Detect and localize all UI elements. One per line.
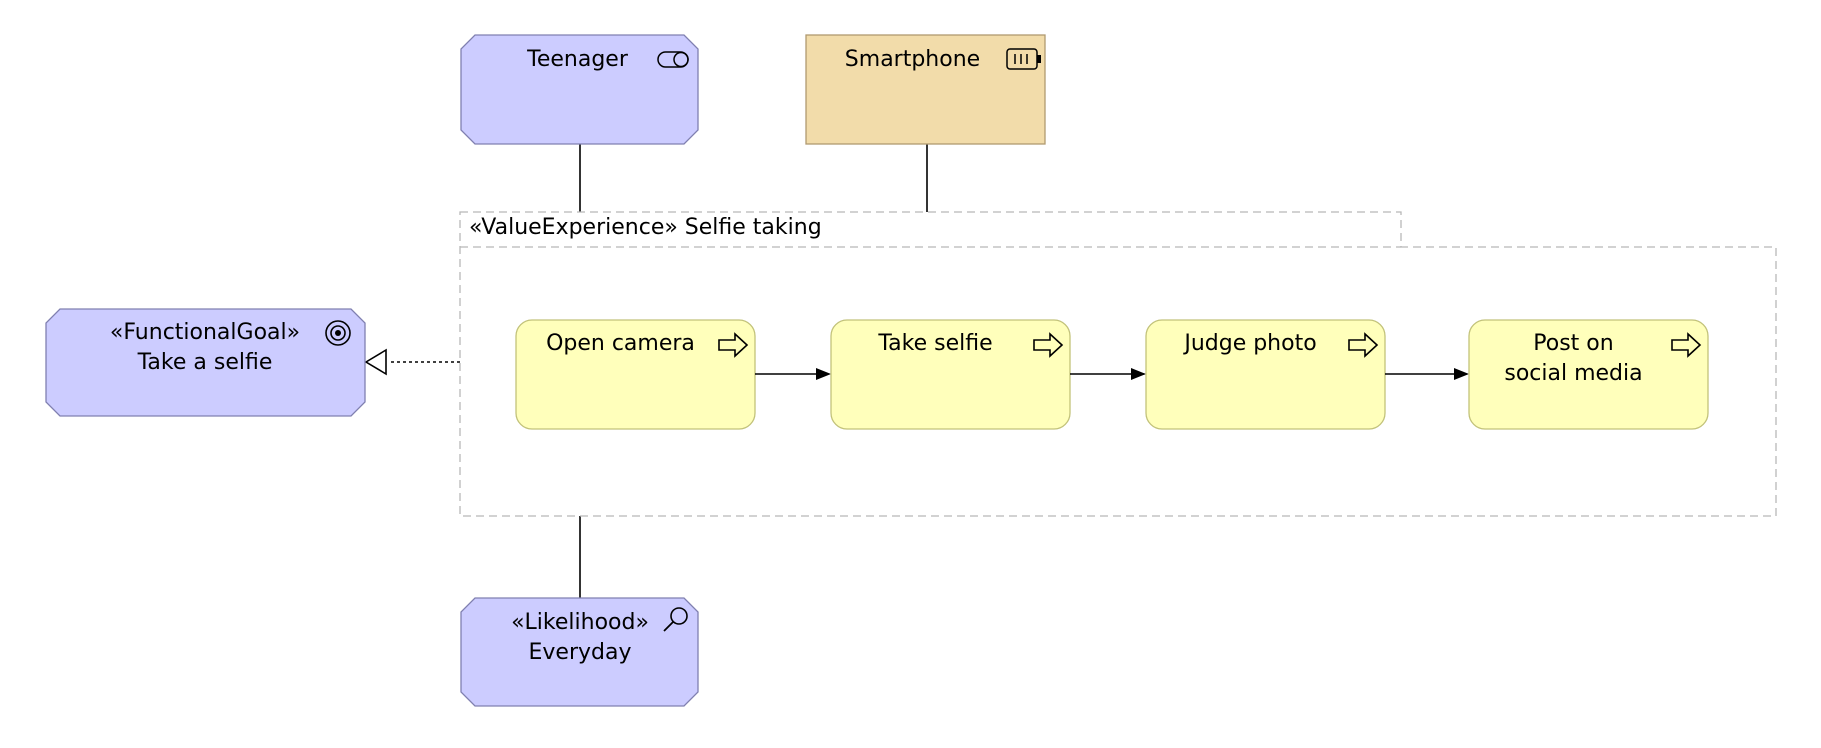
process-step-text: Post on	[1533, 331, 1614, 356]
toggle-icon	[657, 51, 689, 68]
triggering-arrowhead	[1131, 368, 1146, 380]
device-label: Smartphone	[844, 47, 981, 72]
goal-stereotype: «FunctionalGoal»	[109, 320, 301, 345]
triggering-arrowhead	[816, 368, 831, 380]
realization-arrowhead	[364, 348, 387, 376]
likelihood-stereotype: «Likelihood»	[511, 610, 649, 635]
stakeholder-label: Teenager	[527, 47, 628, 72]
process-step-label: Take selfie	[841, 329, 1030, 359]
functional-goal-node[interactable]	[45, 308, 366, 417]
device-node-smartphone[interactable]	[805, 34, 1046, 145]
stakeholder-node-teenager[interactable]	[460, 34, 699, 145]
process-step-text: Open camera	[546, 331, 695, 356]
goal-name: Take a selfie	[137, 350, 273, 375]
value-experience-group[interactable]	[459, 211, 1777, 517]
process-step-text: Take selfie	[878, 331, 993, 356]
process-step-text: Judge photo	[1184, 331, 1317, 356]
target-icon	[325, 320, 351, 346]
likelihood-name: Everyday	[528, 640, 632, 665]
goal-label: «FunctionalGoal» Take a selfie	[70, 318, 340, 378]
group-label: «ValueExperience» Selfie taking	[469, 215, 822, 240]
process-step-text: social media	[1504, 361, 1643, 386]
process-step-label: Open camera	[526, 329, 715, 359]
process-step-label: Post on social media	[1479, 329, 1668, 389]
triggering-arrowhead	[1454, 368, 1469, 380]
process-step-post-on-social-media[interactable]	[1468, 319, 1709, 430]
process-arrow-icon	[1033, 332, 1064, 358]
process-arrow-icon	[1671, 332, 1702, 358]
battery-icon	[1006, 48, 1041, 70]
process-arrow-icon	[1348, 332, 1379, 358]
process-step-label: Judge photo	[1156, 329, 1345, 359]
magnifier-icon	[663, 607, 688, 632]
likelihood-label: «Likelihood» Everyday	[480, 608, 680, 668]
likelihood-node[interactable]	[460, 597, 699, 707]
process-arrow-icon	[718, 332, 749, 358]
